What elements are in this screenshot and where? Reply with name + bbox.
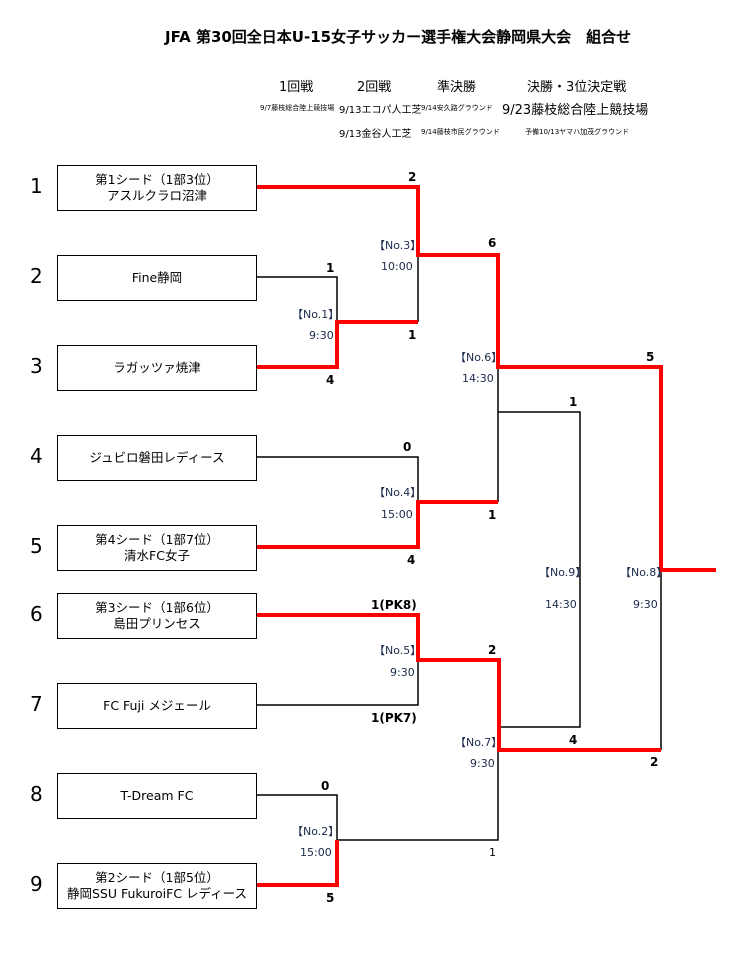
team-line-2: 清水FC女子: [124, 548, 190, 563]
score: 4: [326, 373, 335, 387]
line: [256, 276, 338, 322]
winner-line: [256, 840, 339, 887]
match-time: 15:00: [381, 508, 413, 521]
seed-number: 5: [30, 534, 43, 558]
seed-number: 8: [30, 782, 43, 806]
seed-number: 1: [30, 174, 43, 198]
team-line-1: ラガッツァ焼津: [113, 360, 201, 375]
team-line-1: T-Dream FC: [120, 788, 194, 803]
venue: 9/14藤枝市民グラウンド: [421, 128, 500, 136]
match-label: 【No.5】: [374, 644, 422, 657]
seed-number: 2: [30, 264, 43, 288]
score: 4: [407, 553, 416, 567]
team-box: 第2シード（1部5位） 静岡SSU FukuroiFC レディース: [57, 863, 257, 909]
match-time: 9:30: [390, 666, 415, 679]
match-label: 【No.6】: [455, 351, 503, 364]
venue: 9/13エコパ人工芝: [339, 105, 422, 116]
match-time: 9:30: [633, 598, 658, 611]
match-label: 【No.9】: [539, 566, 587, 579]
final-header: 決勝・3位決定戦: [527, 80, 627, 95]
winner-line: [256, 320, 418, 369]
team-box: 第3シード（1部6位） 島田プリンセス: [57, 593, 257, 639]
team-box: ラガッツァ焼津: [57, 345, 257, 391]
seed-number: 4: [30, 444, 43, 468]
match-label: 【No.2】: [292, 825, 340, 838]
team-line-1: Fine静岡: [131, 270, 183, 285]
score: 1: [408, 328, 417, 342]
line: [337, 750, 499, 841]
team-line-2: アスルクラロ沼津: [106, 188, 207, 203]
line: [256, 794, 338, 840]
match-label: 【No.1】: [292, 308, 340, 321]
score: 0: [321, 779, 330, 793]
score: 1: [488, 508, 497, 522]
team-line-1: FC Fuji メジェール: [103, 698, 211, 713]
winner-line: [256, 613, 661, 752]
team-box: 第4シード（1部7位） 清水FC女子: [57, 525, 257, 571]
team-box: 第1シード（1部3位） アスルクラロ沼津: [57, 165, 257, 211]
line: [256, 456, 419, 502]
venue: 9/14安久路グラウンド: [421, 104, 493, 112]
score: 1(PK8): [371, 598, 417, 612]
score: 2: [650, 755, 659, 769]
team-line-1: 第3シード（1部6位）: [95, 600, 219, 615]
match-label: 【No.4】: [374, 486, 422, 499]
team-box: T-Dream FC: [57, 773, 257, 819]
team-box: Fine静岡: [57, 255, 257, 301]
score: 1(PK7): [371, 711, 417, 725]
score: 1: [569, 395, 578, 409]
match-label: 【No.3】: [374, 239, 422, 252]
venue: 予備10/13ヤマハ加茂グラウンド: [525, 128, 630, 136]
team-line-1: 第2シード（1部5位）: [95, 870, 219, 885]
round-1-header: 1回戦: [279, 80, 314, 95]
team-box: ジュビロ磐田レディース: [57, 435, 257, 481]
line: [498, 411, 581, 728]
score: 2: [408, 170, 417, 184]
team-line-1: 第4シード（1部7位）: [95, 532, 219, 547]
team-line-2: 島田プリンセス: [113, 616, 201, 631]
score: 5: [646, 350, 655, 364]
page-title: JFA 第30回全日本U-15女子サッカー選手権大会静岡県大会 組合せ: [165, 28, 632, 46]
seed-number: 3: [30, 354, 43, 378]
match-label: 【No.7】: [455, 736, 503, 749]
score: 1: [489, 846, 496, 859]
match-time: 9:30: [309, 329, 334, 342]
seed-number: 9: [30, 872, 43, 896]
line: [256, 660, 419, 706]
semifinal-header: 準決勝: [437, 80, 477, 95]
score: 2: [488, 643, 497, 657]
team-line-1: ジュビロ磐田レディース: [89, 450, 225, 465]
seed-number: 6: [30, 602, 43, 626]
venue: 9/7藤枝総合陸上競技場: [260, 104, 335, 112]
winner-line: [256, 185, 716, 572]
round-2-header: 2回戦: [357, 80, 392, 95]
match-label: 【No.8】: [620, 566, 668, 579]
score: 5: [326, 891, 335, 905]
score: 1: [326, 261, 335, 275]
venue: 9/23藤枝総合陸上競技場: [502, 103, 649, 118]
seed-number: 7: [30, 692, 43, 716]
winner-line: [256, 500, 498, 549]
match-time: 14:30: [545, 598, 577, 611]
score: 4: [569, 733, 578, 747]
team-line-1: 第1シード（1部3位）: [95, 172, 219, 187]
team-box: FC Fuji メジェール: [57, 683, 257, 729]
score: 6: [488, 236, 497, 250]
team-line-2: 静岡SSU FukuroiFC レディース: [66, 886, 248, 901]
match-time: 9:30: [470, 757, 495, 770]
match-time: 14:30: [462, 372, 494, 385]
score: 0: [403, 440, 412, 454]
match-time: 15:00: [300, 846, 332, 859]
match-time: 10:00: [381, 260, 413, 273]
venue: 9/13金谷人工芝: [339, 129, 412, 140]
